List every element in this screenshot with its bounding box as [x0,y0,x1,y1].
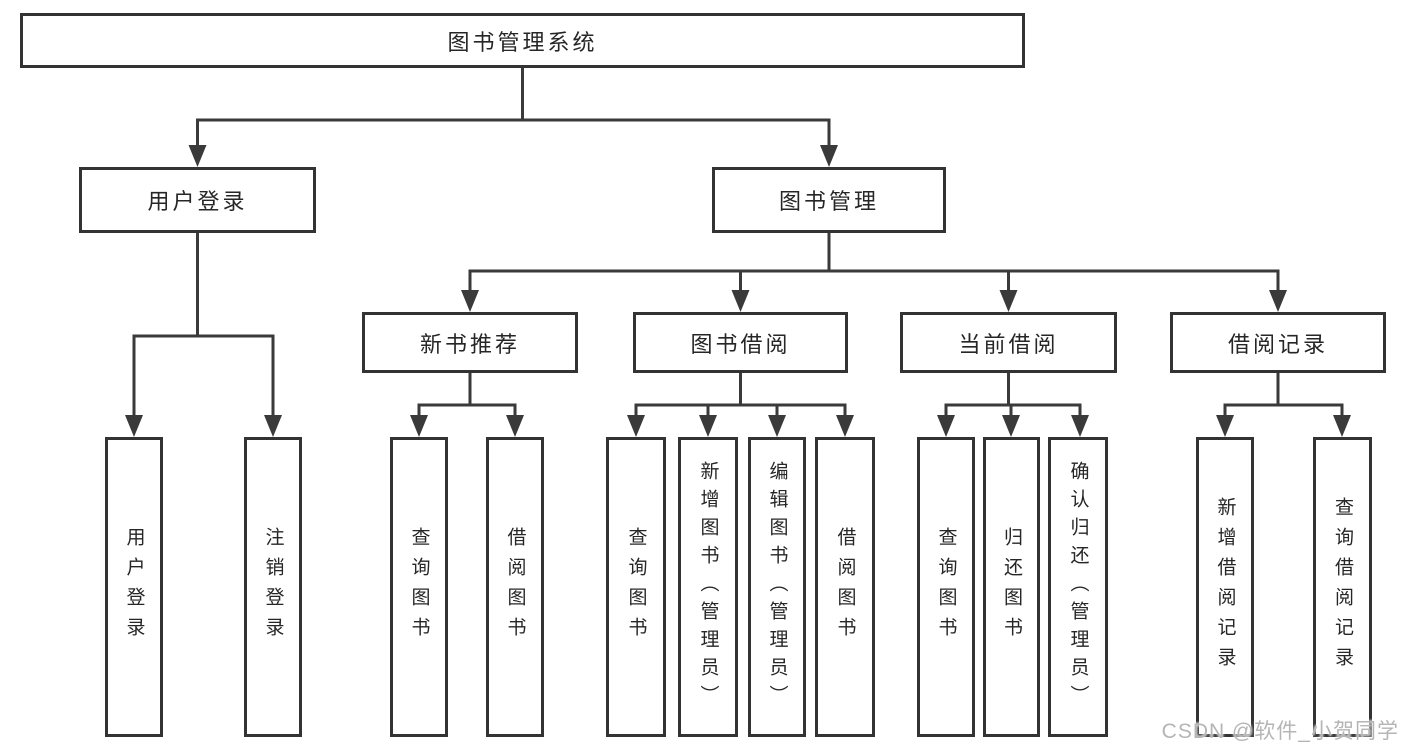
leaf-current-confirm-return-admin: 确认归还（管理员） [1048,437,1108,737]
node-current-borrowing: 当前借阅 [900,312,1117,373]
leaf-logout: 注销登录 [244,437,302,737]
node-book-management: 图书管理 [712,167,946,233]
csdn-watermark: CSDN @软件_小贺同学 [1161,720,1399,743]
node-label: 借阅图书 [504,527,526,647]
leaf-records-add-borrow-record: 新增借阅记录 [1196,437,1254,737]
node-label: 图书借阅 [690,331,791,357]
leaf-borrow-edit-books-admin: 编辑图书（管理员） [748,437,806,737]
node-label: 注销登录 [262,527,284,647]
node-label: 当前借阅 [958,331,1059,357]
leaf-current-return-books: 归还图书 [983,437,1040,737]
node-label: 查询图书 [935,527,957,647]
node-label: 图书管理 [778,189,879,214]
leaf-borrow-query-books: 查询图书 [606,437,666,737]
node-label: 查询图书 [625,527,647,647]
leaf-borrow-borrow-books: 借阅图书 [815,437,875,737]
leaf-user-login: 用户登录 [105,437,163,737]
node-label: 查询借阅记录 [1332,497,1353,677]
node-label: 新书推荐 [419,331,520,357]
connector-current-borrow-to-leaves [937,373,1089,437]
node-label: 归还图书 [1001,527,1022,647]
node-borrowing-records: 借阅记录 [1170,312,1386,373]
connector-user-login-to-leaves [125,233,282,437]
node-label: 新增借阅记录 [1214,497,1236,677]
connector-new-book-rec-to-leaves [410,373,524,437]
node-library-management-system: 图书管理系统 [20,13,1025,68]
node-label: 借阅记录 [1227,331,1328,357]
node-label: 新增图书（管理员） [697,461,719,713]
leaf-current-query-books: 查询图书 [917,437,975,737]
node-label: 用户登录 [123,527,145,647]
node-label: 图书管理系统 [447,29,598,55]
connector-borrow-records-to-leaves [1216,373,1351,437]
node-new-book-recommend: 新书推荐 [362,312,578,373]
node-book-borrowing: 图书借阅 [633,312,848,373]
leaf-borrow-add-books-admin: 新增图书（管理员） [678,437,738,737]
node-label: 用户登录 [147,189,248,214]
connector-book-borrow-to-leaves [627,373,854,437]
connector-root-to-level2 [188,68,838,167]
node-user-login: 用户登录 [79,167,316,233]
leaf-records-query-borrow-record: 查询借阅记录 [1313,437,1372,737]
node-label: 编辑图书（管理员） [766,461,788,713]
connector-book-mgmt-to-level3 [461,233,1287,312]
leaf-newrec-query-books: 查询图书 [390,437,448,737]
node-label: 查询图书 [408,527,430,647]
node-label: 借阅图书 [834,527,856,647]
node-label: 确认归还（管理员） [1067,461,1089,713]
leaf-newrec-borrow-books: 借阅图书 [486,437,544,737]
